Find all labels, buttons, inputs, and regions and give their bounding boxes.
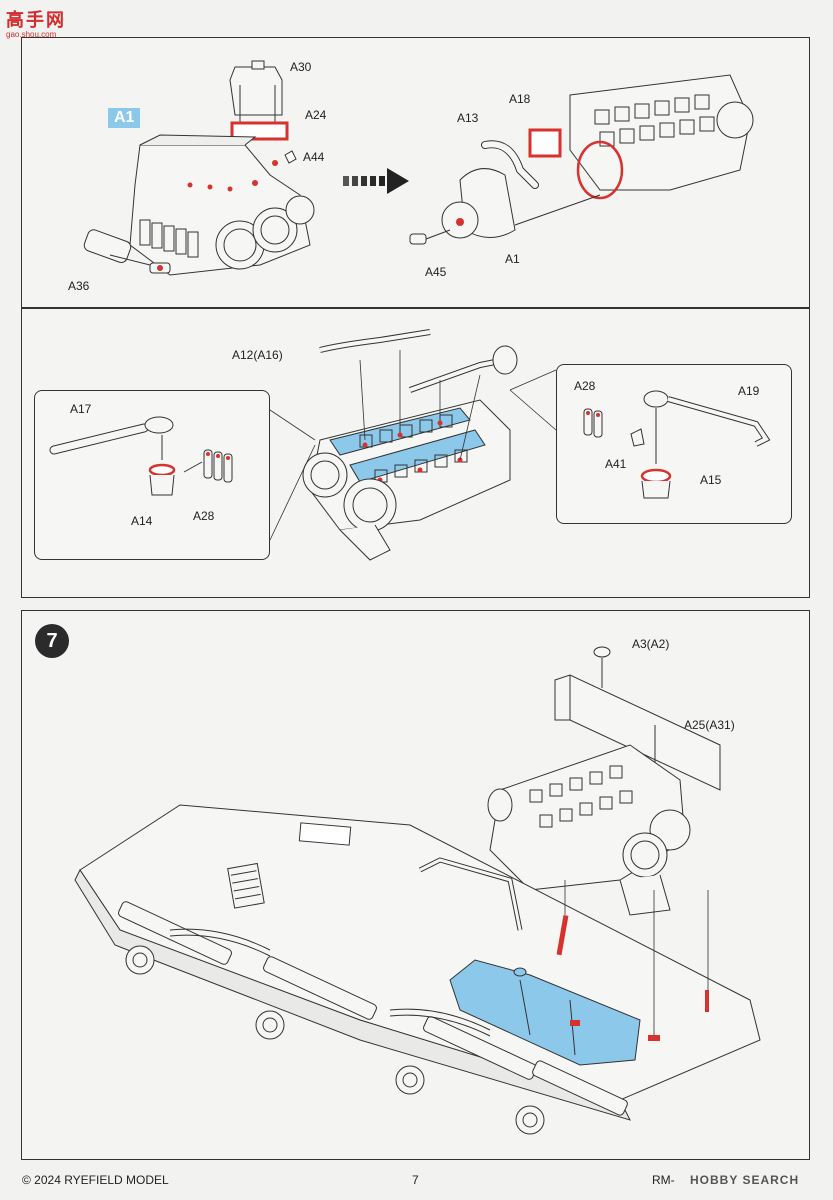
part-badge-a1: A1 [108,108,141,128]
chassis-assembly [74,646,761,1135]
label-a30: A30 [290,60,312,74]
label-a15: A15 [700,473,722,487]
footer-page-number: 7 [412,1173,419,1187]
label-a25-a31: A25(A31) [684,718,735,732]
label-a1: A1 [505,252,520,266]
next-step-arrow [343,168,409,194]
watermark-text: 高手网 [6,10,66,30]
label-a44: A44 [303,150,325,164]
engine-assembly-left [83,60,315,276]
label-a41: A41 [605,457,627,471]
footer-product-code: RM- [652,1173,675,1187]
label-a19: A19 [738,384,760,398]
callout-left-parts [49,416,233,496]
engine-assembly-right [409,74,754,245]
footer-copyright: © 2024 RYEFIELD MODEL [22,1173,169,1187]
callout-right [556,364,792,524]
callout-right-parts [583,390,771,499]
engine-assembly-center [302,329,518,561]
label-a45: A45 [425,265,447,279]
label-a36: A36 [68,279,90,293]
label-a12-a16: A12(A16) [232,348,283,362]
label-a3-a2: A3(A2) [632,637,670,651]
callout-connectors [269,369,557,541]
step-number-badge: 7 [35,624,69,658]
watermark-url: gao.shou.com [6,30,57,39]
label-a28-left: A28 [193,509,215,523]
footer-watermark: HOBBY SEARCH [690,1173,800,1187]
label-a17: A17 [70,402,92,416]
label-a13: A13 [457,111,479,125]
label-a28-right: A28 [574,379,596,393]
watermark: 高手网 gao.shou.com [6,6,66,39]
label-a18: A18 [509,92,531,106]
label-a14: A14 [131,514,153,528]
label-a24: A24 [305,108,327,122]
